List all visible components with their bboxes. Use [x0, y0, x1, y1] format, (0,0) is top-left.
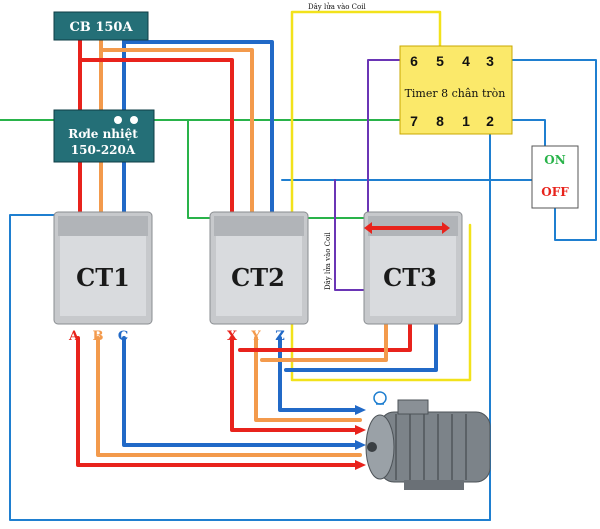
- timer-box: [399, 45, 513, 135]
- relay-contact-right: [130, 116, 138, 124]
- breaker-label: CB 150A: [69, 20, 133, 35]
- switch-off-label: OFF: [541, 185, 569, 199]
- timer-pin-5: 5: [436, 53, 444, 69]
- coil-top-annotation: Dây lửa vào Coil: [308, 2, 366, 11]
- relay-contact-left: [114, 116, 122, 124]
- timer-pin-7: 7: [410, 113, 418, 129]
- ct2-y-output: [254, 336, 362, 422]
- ct3-bridge-a: [238, 318, 412, 352]
- ct2-label: CT2: [231, 263, 285, 292]
- contactor-ct3: CT3: [363, 211, 463, 325]
- contactor-ct1: CT1: [53, 211, 153, 325]
- timer-pin3-wire: [502, 59, 597, 241]
- timer-pin-3: 3: [486, 53, 494, 69]
- yellow-coil-wire: [290, 10, 472, 382]
- on-off-switch: [531, 145, 579, 209]
- relay-label-line1: Rơle nhiệt: [68, 127, 138, 141]
- ct3-bridge-b: [260, 318, 388, 362]
- blue-feedback-wire: [9, 214, 491, 521]
- terminal-b: B: [93, 329, 104, 344]
- motor: [365, 399, 491, 490]
- arrow-c-motor2: [355, 405, 366, 415]
- ct1-label: CT1: [76, 263, 130, 292]
- ct3-short-arrow-right: [442, 222, 450, 234]
- timer-pin2-switch-wire: [502, 119, 546, 151]
- timer-pin-2: 2: [486, 113, 494, 129]
- coil-side-annotation: Dây lửa vào Coil: [323, 232, 332, 290]
- ct3-short-arrow-left: [364, 222, 372, 234]
- ct1-a-output: [76, 336, 362, 467]
- switch-on-label: ON: [544, 153, 565, 167]
- timer-pin-8: 8: [436, 113, 444, 129]
- arrow-a-motor2: [355, 425, 366, 435]
- terminal-z: Z: [275, 329, 285, 344]
- terminal-a: A: [68, 329, 80, 344]
- phase-c-wire-ct2: [122, 40, 274, 220]
- ground-icon: [373, 391, 387, 405]
- phase-a-wire-ct2: [78, 58, 234, 220]
- relay-label-line2: 150-220A: [71, 143, 136, 157]
- timer-title: Timer 8 chân tròn: [405, 87, 506, 100]
- terminal-x: X: [227, 329, 238, 344]
- green-loop-wire: [187, 119, 401, 219]
- phase-b-wire-ct2: [99, 48, 254, 220]
- terminal-c: C: [118, 329, 128, 344]
- contactor-ct2: CT2: [209, 211, 309, 325]
- arrow-a-motor1: [355, 460, 366, 470]
- ct3-label: CT3: [383, 263, 437, 292]
- arrow-c-motor1: [355, 440, 366, 450]
- breaker-box: [53, 11, 149, 41]
- ct1-c-output: [122, 336, 362, 447]
- timer-pin-4: 4: [462, 53, 470, 69]
- timer-pin-6: 6: [410, 53, 418, 69]
- timer-pin-1: 1: [462, 113, 470, 129]
- ct3-bridge-c: [284, 318, 438, 372]
- ct2-x-output: [230, 336, 362, 432]
- ct1-b-output: [96, 336, 362, 457]
- terminal-y: Y: [250, 329, 261, 344]
